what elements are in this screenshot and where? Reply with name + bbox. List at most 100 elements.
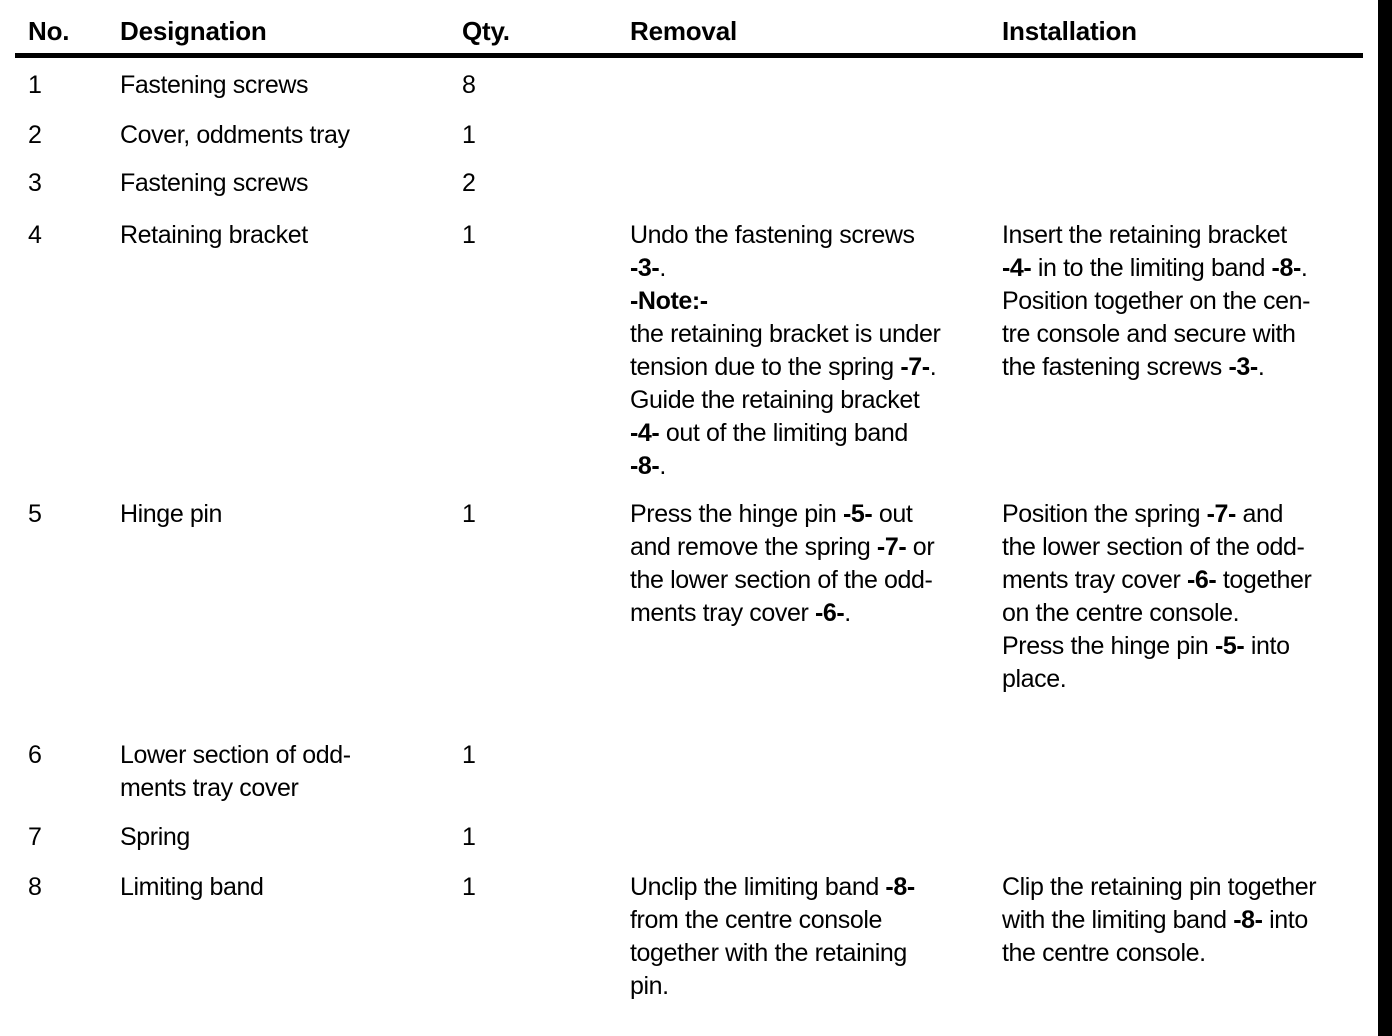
text-line: 1 (462, 741, 476, 769)
text-line: 6 (28, 741, 42, 769)
text-line: on the centre console. (1002, 599, 1240, 627)
text-line: the retaining bracket is under (630, 320, 941, 348)
text-line: 5 (28, 500, 42, 528)
cell-designation: Cover, oddments tray (120, 119, 462, 152)
cell-installation: Clip the retaining pin together with the … (1002, 871, 1362, 970)
header-no: No. (28, 16, 70, 46)
text-line: Fastening screws (120, 169, 309, 197)
header-rule (15, 53, 1363, 58)
cell-designation: Limiting band (120, 871, 462, 904)
scan-edge-bar (1378, 0, 1392, 1036)
text-line: 2 (462, 169, 476, 197)
text-line: 3 (28, 169, 42, 197)
text-line: from the centre console (630, 906, 883, 934)
text-line: -4- in to the limiting band -8-. (1002, 254, 1308, 282)
table-row: 4 Retaining bracket 1 Undo the fastening sc… (0, 219, 1370, 483)
cell-no: 1 (28, 69, 120, 102)
cell-no: 3 (28, 167, 120, 200)
cell-no: 6 (28, 739, 120, 772)
text-line: 1 (28, 71, 42, 99)
cell-designation: Spring (120, 821, 462, 854)
text-line: together with the retaining (630, 939, 907, 967)
text-line: Fastening screws (120, 71, 309, 99)
header-removal: Removal (630, 16, 737, 46)
text-line: the fastening screws -3-. (1002, 353, 1265, 381)
text-line: ments tray cover (120, 774, 299, 802)
text-line: 1 (462, 500, 476, 528)
text-line: 1 (462, 121, 476, 149)
text-line: -8-. (630, 452, 666, 480)
cell-installation: Position the spring -7- and the lower sec… (1002, 498, 1362, 696)
cell-no: 8 (28, 871, 120, 904)
cell-designation: Fastening screws (120, 69, 462, 102)
cell-qty: 1 (462, 821, 630, 854)
cell-installation: Insert the retaining bracket-4- in to th… (1002, 219, 1362, 384)
text-line: Cover, oddments tray (120, 121, 350, 149)
text-line: tre console and secure with (1002, 320, 1296, 348)
cell-removal: Press the hinge pin -5- out and remove th… (630, 498, 1002, 630)
text-line: Spring (120, 823, 190, 851)
text-line: -3-. (630, 254, 666, 282)
cell-designation: Hinge pin (120, 498, 462, 531)
text-line: 8 (462, 71, 476, 99)
cell-qty: 8 (462, 69, 630, 102)
text-line: 4 (28, 221, 42, 249)
text-line: the lower section of the odd- (1002, 533, 1305, 561)
text-line: place. (1002, 665, 1067, 693)
text-line: ments tray cover -6-. (630, 599, 851, 627)
cell-no: 5 (28, 498, 120, 531)
cell-no: 7 (28, 821, 120, 854)
text-line: Hinge pin (120, 500, 223, 528)
cell-no: 4 (28, 219, 120, 252)
header-installation: Installation (1002, 16, 1137, 46)
text-line: Lower section of odd- (120, 741, 351, 769)
text-line: Limiting band (120, 873, 264, 901)
header-designation: Designation (120, 16, 267, 46)
parts-procedure-table: No. Designation Qty. Removal Installatio… (0, 0, 1370, 1003)
table-row: 5 Hinge pin 1 Press the hinge pin -5- out an… (0, 498, 1370, 696)
cell-qty: 2 (462, 167, 630, 200)
cell-removal: Undo the fastening screws -3-. -Note:- the … (630, 219, 1002, 483)
text-line: 8 (28, 873, 42, 901)
text-line: ments tray cover -6- together (1002, 566, 1312, 594)
table-header-row: No. Designation Qty. Removal Installatio… (0, 0, 1370, 46)
table-row: 1 Fastening screws 8 (0, 69, 1370, 102)
table-row: 8 Limiting band 1 Unclip the limiting band … (0, 871, 1370, 1003)
text-line: pin. (630, 972, 669, 1000)
cell-removal: Unclip the limiting band -8-from the cen… (630, 871, 1002, 1003)
text-line: -Note:- (630, 287, 708, 315)
header-qty: Qty. (462, 16, 510, 46)
text-line: and remove the spring -7- or (630, 533, 935, 561)
text-line: Retaining bracket (120, 221, 308, 249)
cell-designation: Retaining bracket (120, 219, 462, 252)
text-line: the centre console. (1002, 939, 1206, 967)
text-line: Press the hinge pin -5- into (1002, 632, 1290, 660)
text-line: 7 (28, 823, 42, 851)
text-line: with the limiting band -8- into (1002, 906, 1308, 934)
cell-designation: Lower section of odd-ments tray cover (120, 739, 462, 805)
text-line: Press the hinge pin -5- out (630, 500, 913, 528)
text-line: 1 (462, 873, 476, 901)
text-line: Position together on the cen- (1002, 287, 1311, 315)
text-line: Position the spring -7- and (1002, 500, 1284, 528)
text-line: -4- out of the limiting band (630, 419, 908, 447)
table-row: 3 Fastening screws 2 (0, 167, 1370, 200)
text-line: Undo the fastening screws (630, 221, 915, 249)
cell-qty: 1 (462, 498, 630, 531)
table-row: 7 Spring 1 (0, 821, 1370, 854)
text-line: tension due to the spring -7-. (630, 353, 937, 381)
cell-qty: 1 (462, 871, 630, 904)
text-line: the lower section of the odd- (630, 566, 933, 594)
text-line: 1 (462, 823, 476, 851)
text-line: 1 (462, 221, 476, 249)
cell-qty: 1 (462, 219, 630, 252)
cell-designation: Fastening screws (120, 167, 462, 200)
table-row: 2 Cover, oddments tray 1 (0, 119, 1370, 152)
cell-qty: 1 (462, 119, 630, 152)
text-line: 2 (28, 121, 42, 149)
text-line: Guide the retaining bracket (630, 386, 920, 414)
text-line: Clip the retaining pin together (1002, 873, 1317, 901)
